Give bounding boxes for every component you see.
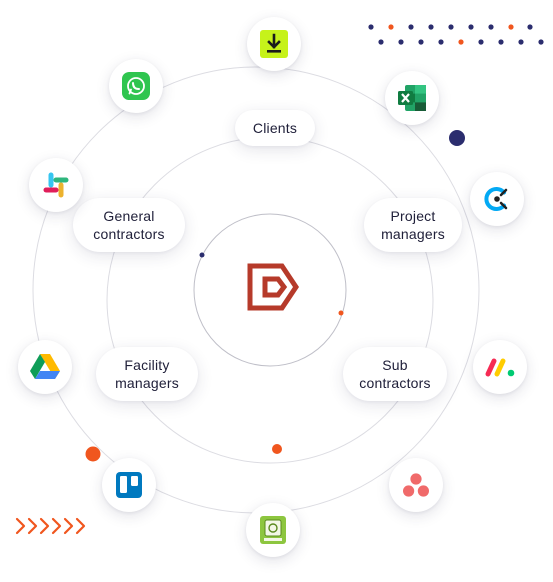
asana-icon	[389, 458, 443, 512]
role-general-contractors: General contractors	[73, 198, 185, 252]
numbers-icon	[246, 503, 300, 557]
clockify-icon	[470, 172, 524, 226]
role-project-managers-line2: managers	[381, 226, 445, 242]
role-clients-label: Clients	[252, 120, 298, 136]
role-facility-managers-line1: Facility	[124, 357, 170, 373]
orbit-dot-navy-small	[199, 252, 205, 258]
role-general-contractors-line2: contractors	[93, 226, 165, 242]
monday-icon	[473, 340, 527, 394]
excel-icon	[385, 71, 439, 125]
role-sub-contractors-line2: contractors	[359, 375, 431, 391]
google-drive-icon	[18, 340, 72, 394]
role-sub-contractors: Sub contractors	[343, 347, 447, 401]
role-sub-contractors-line1: Sub	[382, 357, 408, 373]
role-project-managers: Project managers	[364, 198, 462, 252]
inner-ring	[193, 213, 347, 367]
role-general-contractors-line1: General	[103, 208, 155, 224]
orbit-dot-orange-medium	[272, 444, 282, 454]
role-facility-managers-line2: managers	[115, 375, 179, 391]
role-project-managers-line1: Project	[390, 208, 436, 224]
orbit-dot-orange-large	[85, 446, 101, 462]
orbit-dot-orange-small	[338, 310, 344, 316]
download-icon	[247, 17, 301, 71]
orbit-dot-navy-large	[449, 130, 465, 146]
role-facility-managers: Facility managers	[96, 347, 198, 401]
slack-icon	[29, 158, 83, 212]
role-clients: Clients	[235, 110, 315, 146]
trello-icon	[102, 458, 156, 512]
whatsapp-icon	[109, 59, 163, 113]
